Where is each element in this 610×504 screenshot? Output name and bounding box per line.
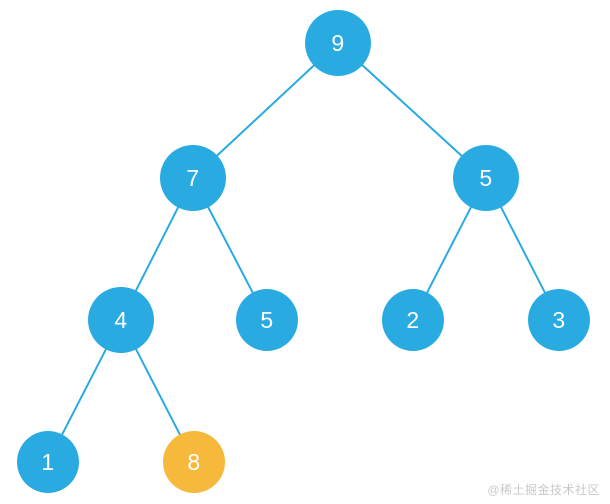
tree-edge xyxy=(425,205,473,295)
tree-node-label: 1 xyxy=(41,448,55,475)
tree-node-label: 9 xyxy=(331,29,345,56)
tree-node[interactable]: 3 xyxy=(528,289,590,351)
tree-node-label: 2 xyxy=(406,306,420,333)
tree-node[interactable]: 9 xyxy=(305,10,371,76)
tree-node-label: 3 xyxy=(552,306,566,333)
tree-node-label: 5 xyxy=(479,164,493,191)
tree-node[interactable]: 8 xyxy=(163,431,225,493)
tree-node[interactable]: 5 xyxy=(453,145,519,211)
tree-edge xyxy=(134,205,180,293)
tree-edge xyxy=(499,205,547,295)
tree-node-label: 8 xyxy=(187,448,201,475)
tree-node[interactable]: 7 xyxy=(160,145,226,211)
tree-edge xyxy=(60,347,108,437)
tree-node[interactable]: 4 xyxy=(88,287,154,353)
tree-node-label: 7 xyxy=(186,164,200,191)
tree-edge xyxy=(134,347,182,437)
tree-edge xyxy=(206,205,255,295)
tree-node-label: 4 xyxy=(114,306,128,333)
tree-edge xyxy=(360,63,464,158)
watermark: @稀土掘金技术社区 xyxy=(487,483,600,497)
tree-node[interactable]: 5 xyxy=(236,289,298,351)
tree-node[interactable]: 2 xyxy=(382,289,444,351)
tree-node[interactable]: 1 xyxy=(17,431,79,493)
tree-node-label: 5 xyxy=(260,306,274,333)
tree-edge xyxy=(215,63,316,158)
